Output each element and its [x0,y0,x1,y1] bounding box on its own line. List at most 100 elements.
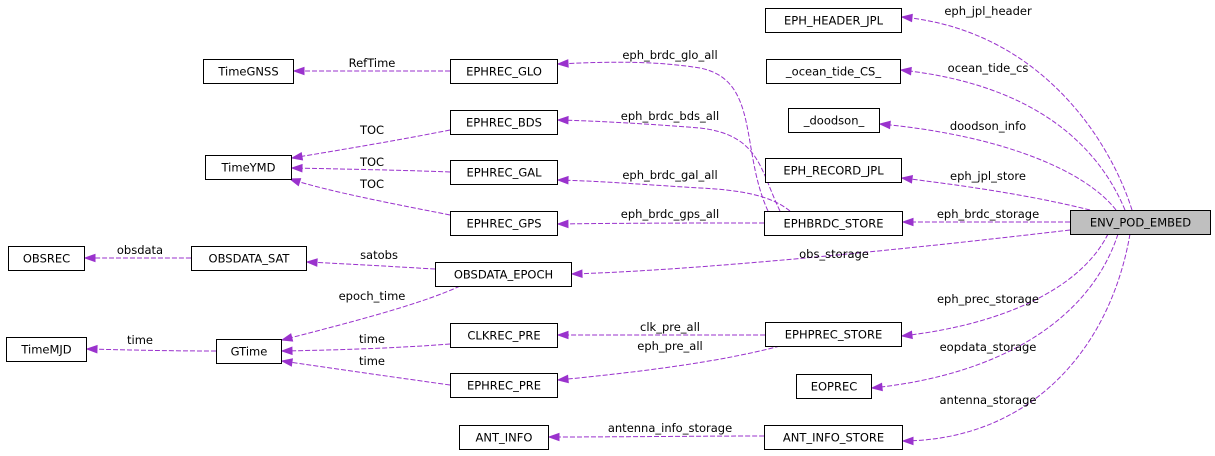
edge-obsdata-epoch-to-obsdata-sat: satobs [305,248,436,270]
arrowhead-icon [280,346,293,356]
arrowhead-icon [547,432,560,442]
arrowhead-icon [899,66,912,76]
arrowhead-icon [288,178,302,187]
edge-ephrec-bds-to-timeymd: TOC [290,123,451,161]
edge-env-pod-embed-to-ephbrdc-store: eph_brdc_storage [901,207,1070,227]
node-clkrec-pre[interactable]: CLKREC_PRE [450,323,558,348]
arrowhead-icon [290,163,303,173]
edge-ephbrdc-store-to-ephrec-gps: eph_brdc_gps_all [556,207,765,229]
node-label: TimeYMD [221,161,276,175]
edge-clkrec-pre-to-gtime: time [280,332,451,356]
node-env-pod-embed[interactable]: ENV_POD_EMBED [1070,210,1211,235]
node-timemjd[interactable]: TimeMJD [6,337,87,362]
node-eph-record-jpl[interactable]: EPH_RECORD_JPL [765,158,902,183]
node-label: EPH_HEADER_JPL [784,14,884,28]
node-timeymd[interactable]: TimeYMD [205,155,292,180]
edge-ephprec-store-to-ephrec-pre: eph_pre_all [556,339,781,384]
node-timegnss[interactable]: TimeGNSS [203,59,294,84]
node-label: OBSREC [23,252,70,266]
arrowhead-icon [305,258,318,267]
node-ephrec-gps[interactable]: EPHREC_GPS [450,211,558,236]
arrowhead-icon [878,120,891,130]
edge-label: TOC [359,123,384,137]
edge-ephrec-gal-to-timeymd: TOC [290,155,451,173]
edge-label: ocean_tide_cs [948,61,1029,75]
node-label: EOPREC [811,380,858,394]
edge-ephrec-glo-to-timegnss: RefTime [292,56,450,76]
edge-gtime-to-timemjd: time [85,333,217,354]
node-label: ANT_INFO [476,431,533,445]
edge-ephrec-gps-to-timeymd: TOC [288,177,451,216]
node-ephrec-glo[interactable]: EPHREC_GLO [450,59,558,84]
edge-label: obsdata [117,243,163,257]
edge-env-pod-embed-to-eph-header-jpl: eph_jpl_header [900,4,1133,211]
edge-label: time [127,333,153,347]
node-ephrec-gal[interactable]: EPHREC_GAL [450,160,558,185]
arrowhead-icon [556,175,569,185]
edge-label: obs_storage [799,247,869,261]
edge-label: eopdata_storage [940,340,1037,354]
node-label: ENV_POD_EMBED [1090,216,1191,230]
edge-env-pod-embed-to-obsdata-epoch: obs_storage [570,229,1071,278]
edge-label: eph_brdc_gps_all [621,207,719,221]
node-ephbrdc-store[interactable]: EPHBRDC_STORE [764,211,903,236]
edge-label: eph_brdc_gal_all [622,168,717,182]
edge-obsdata-sat-to-obsrec: obsdata [83,243,192,263]
edge-label: eph_brdc_bds_all [621,109,719,123]
edge-ephbrdc-store-to-ephrec-glo: eph_brdc_glo_all [556,48,769,212]
arrowhead-icon [556,115,569,125]
node-label: EPHREC_GAL [466,166,542,180]
edge-label: eph_jpl_store [950,169,1026,183]
edge-label: antenna_info_storage [608,421,732,435]
edge-ephbrdc-store-to-ephrec-gal: eph_brdc_gal_all [556,168,791,212]
edge-obsdata-epoch-to-gtime: epoch_time [280,285,461,342]
node-label: EPHBRDC_STORE [784,217,884,231]
node-ephrec-bds[interactable]: EPHREC_BDS [450,110,558,135]
node-ephrec-pre[interactable]: EPHREC_PRE [450,373,558,398]
edge-label: doodson_info [950,119,1026,133]
node-obsdata-sat[interactable]: OBSDATA_SAT [191,246,307,271]
node-label: EPHREC_GPS [466,217,541,231]
arrowhead-icon [870,382,883,392]
arrowhead-icon [556,374,569,384]
node-label: OBSDATA_EPOCH [454,268,553,282]
edge-env-pod-embed-to-eph-record-jpl: eph_jpl_store [900,169,1091,211]
edge-ant-info-store-to-ant-info: antenna_info_storage [547,421,765,442]
arrowhead-icon [901,436,914,446]
node-doodson[interactable]: _doodson_ [788,108,880,133]
edge-label: eph_jpl_header [944,4,1032,18]
arrowhead-icon [292,66,305,76]
edge-label: antenna_storage [940,393,1037,407]
node-ephprec-store[interactable]: EPHPREC_STORE [765,322,902,347]
node-label: EPHREC_BDS [466,116,542,130]
edge-label: eph_brdc_glo_all [622,48,717,62]
node-label: CLKREC_PRE [467,329,540,343]
arrowhead-icon [901,217,914,227]
arrowhead-icon [556,59,569,68]
node-label: TimeMJD [20,343,71,357]
arrowhead-icon [556,219,569,229]
edge-label: eph_pre_all [637,339,702,353]
node-ant-info-store[interactable]: ANT_INFO_STORE [764,425,903,450]
node-ant-info[interactable]: ANT_INFO [459,425,549,450]
arrowhead-icon [83,253,96,263]
node-gtime[interactable]: GTime [216,339,282,364]
edge-label: eph_prec_storage [937,292,1039,306]
node-obsrec[interactable]: OBSREC [8,246,85,271]
arrowhead-icon [900,330,913,340]
node-label: _doodson_ [803,114,865,128]
node-label: OBSDATA_SAT [209,252,291,266]
node-label: EPH_RECORD_JPL [783,164,884,178]
node-eph-header-jpl[interactable]: EPH_HEADER_JPL [765,8,902,33]
node-eoprec[interactable]: EOPREC [796,374,872,399]
node-obsdata-epoch[interactable]: OBSDATA_EPOCH [435,262,572,287]
edge-label: RefTime [349,56,396,70]
node-ocean-tide-cs[interactable]: _ocean_tide_CS_ [766,59,901,84]
edge-env-pod-embed-to-eoprec: eopdata_storage [870,233,1119,392]
arrowhead-icon [570,269,583,278]
edge-label: clk_pre_all [640,320,700,334]
arrowhead-icon [280,358,293,367]
node-label: GTime [231,345,268,359]
edge-env-pod-embed-to-doodson: doodson_info [878,119,1117,211]
